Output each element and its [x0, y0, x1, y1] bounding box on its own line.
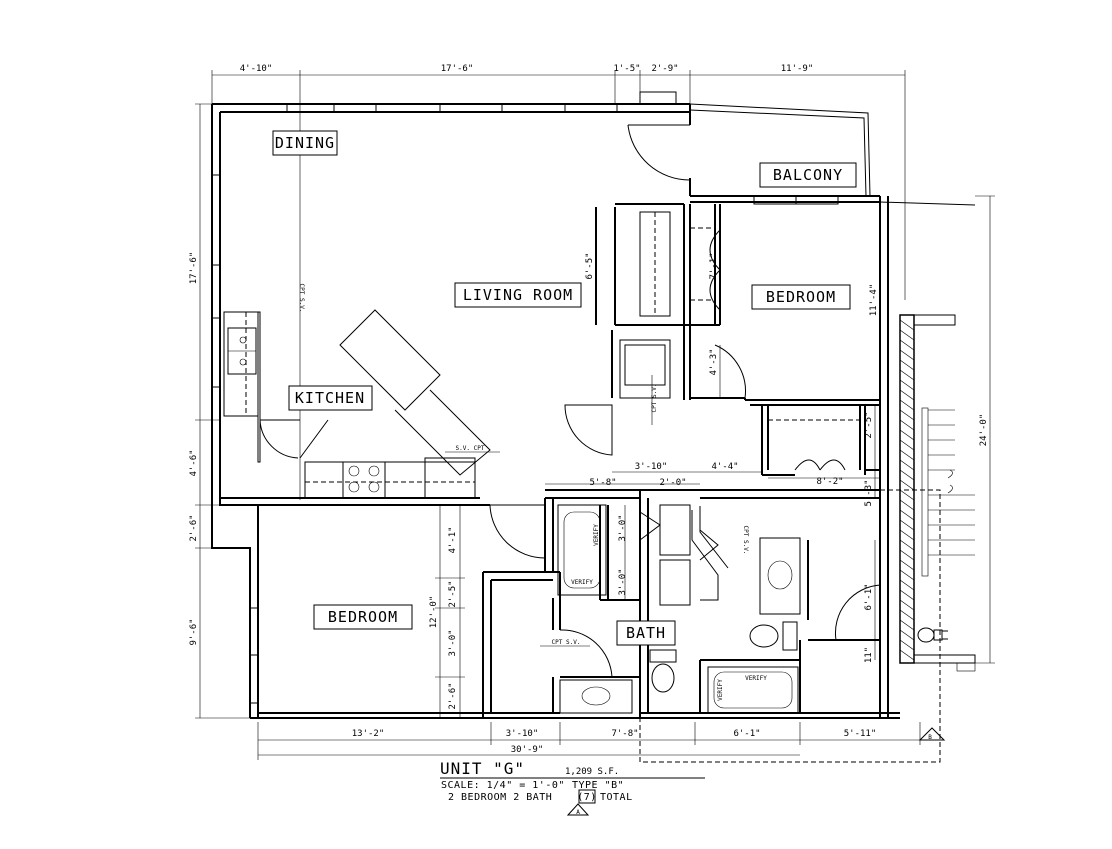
unit-desc-suffix: TOTAL [600, 792, 633, 803]
marker-b-label: B [928, 734, 932, 741]
section-marker-b: B [918, 727, 946, 741]
dim-bed-left-d: 2'-6" [448, 682, 458, 709]
dim-left-1: 17'-6" [189, 252, 199, 285]
dim-left-4: 9'-6" [189, 618, 199, 645]
dim-right-a: 2'-5" [864, 411, 874, 438]
note-cpt-sv-closet: CPT S.V. [651, 384, 658, 413]
unit-count: (7) [577, 792, 597, 803]
dim-closet-depth: 7'-1" [709, 252, 719, 279]
dim-bottom-4: 6'-1" [733, 729, 760, 739]
dim-right-overall: 24'-0" [979, 414, 989, 447]
dim-mid-a: 3'-10" [635, 462, 668, 472]
stair-fixture-icon [917, 627, 948, 643]
dim-bath-b: 3'-0" [618, 568, 628, 595]
note-verify-2: VERIFY [571, 579, 593, 586]
stove-icon [342, 461, 386, 499]
room-labels: DINING BALCONY LIVING ROOM BEDROOM KITCH… [272, 130, 857, 646]
dim-bottom-3: 7'-8" [611, 729, 638, 739]
note-cpt-sv-kitchen: CPT S.V. [298, 284, 305, 313]
dim-bed-left-c: 3'-0" [448, 629, 458, 656]
dim-bottom-1: 13'-2" [352, 729, 385, 739]
dim-mid-b: 4'-4" [711, 462, 738, 472]
dim-bath-closet-door: 4'-3" [709, 348, 719, 375]
room-label-bedroom-left: BEDROOM [328, 608, 398, 626]
bathtub-right [707, 666, 799, 714]
unit-type: TYPE "B" [572, 780, 624, 791]
note-verify-4: VERIFY [717, 679, 724, 701]
dim-closet-height: 6'-5" [585, 252, 595, 279]
unit-desc-prefix: 2 BEDROOM 2 BATH [448, 792, 552, 803]
title-block: UNIT "G" 1,209 S.F. SCALE: 1/4" = 1'-0" … [440, 759, 705, 816]
unit-scale: SCALE: 1/4" = 1'-0" [441, 780, 565, 791]
door-swings [259, 124, 881, 678]
room-label-kitchen: KITCHEN [295, 389, 365, 407]
dim-top-3: 1'-5" [613, 64, 640, 74]
dim-bottom-2: 3'-10" [506, 729, 539, 739]
dim-overall-bottom: 30'-9" [511, 745, 544, 755]
dim-bottom-5: 5'-11" [844, 729, 877, 739]
dim-bed-left-b: 2'-5" [448, 580, 458, 607]
room-label-bath: BATH [626, 624, 666, 642]
room-label-living-room: LIVING ROOM [463, 286, 573, 304]
closet-shelves [619, 211, 860, 421]
fixtures [223, 211, 860, 714]
room-label-dining: DINING [275, 134, 335, 152]
dimension-lines [195, 70, 995, 760]
dim-right-d: 11" [864, 647, 874, 663]
dim-top-4: 2'-9" [651, 64, 678, 74]
bathtub-left [557, 504, 607, 596]
bath-boundary-dashed [639, 489, 941, 763]
closet-bath-mid [659, 504, 691, 606]
dim-bed-left-a: 4'-1" [448, 526, 458, 553]
dim-top-1: 4'-10" [240, 64, 273, 74]
dim-right-b: 5'-3" [864, 479, 874, 506]
dim-bedroom-right-depth: 11'-4" [869, 284, 879, 317]
note-sv-cpt: S.V. CPT [456, 445, 485, 452]
note-cpt-sv-bath: CPT S.V. [742, 526, 749, 555]
dim-right-c: 6'-1" [864, 583, 874, 610]
room-label-bedroom-right: BEDROOM [766, 288, 836, 306]
dim-top-2: 17'-6" [441, 64, 474, 74]
note-verify-1: VERIFY [593, 524, 600, 546]
bath-left-vanity [559, 679, 633, 714]
toilet-right [749, 621, 798, 651]
marker-a-label: A [576, 809, 580, 816]
plan-notes: CPT S.V. S.V. CPT CPT S.V. CPT S.V. CPT … [298, 284, 946, 741]
note-verify-3: VERIFY [745, 675, 767, 682]
toilet-left [649, 649, 677, 693]
dim-closet-right: 8'-2" [816, 477, 843, 487]
bath-right-vanity [759, 537, 801, 615]
dim-left-3: 2'-6" [189, 514, 199, 541]
unit-area: 1,209 S.F. [565, 767, 619, 777]
dim-left-2: 4'-6" [189, 449, 199, 476]
dim-mid-c: 5'-8" [589, 478, 616, 488]
note-cpt-sv-hall: CPT S.V. [552, 639, 581, 646]
dim-mid-d: 2'-0" [659, 478, 686, 488]
revision-marker-a: A [566, 803, 590, 816]
kitchen-island [339, 309, 491, 476]
dim-top-5: 11'-9" [781, 64, 814, 74]
dim-bed-left-total: 12'-0" [429, 596, 439, 629]
dimension-text: 4'-10" 17'-6" 1'-5" 2'-9" 11'-9" 17'-6" … [189, 64, 989, 755]
interior-walls [220, 203, 881, 718]
unit-title: UNIT "G" [440, 759, 525, 778]
room-label-balcony: BALCONY [773, 166, 843, 184]
dim-bath-a: 3'-0" [618, 514, 628, 541]
